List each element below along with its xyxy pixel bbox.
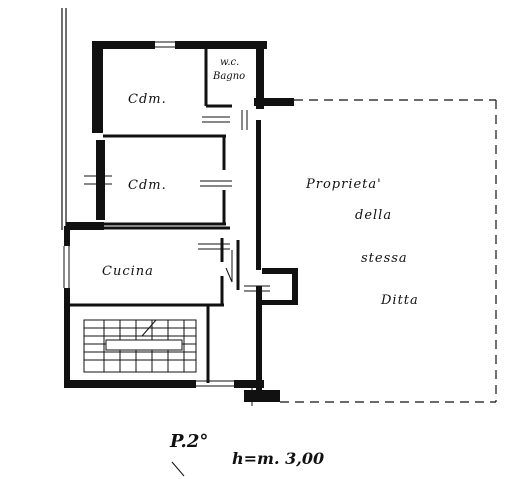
room-label-bedroom-mid: Cdm. bbox=[128, 178, 167, 193]
room-label-bedroom-top: Cdm. bbox=[128, 92, 167, 107]
openings bbox=[63, 41, 270, 406]
height-caption: h=m. 3,00 bbox=[232, 449, 324, 468]
room-label-bagno: Bagno bbox=[212, 71, 245, 82]
interior-partitions bbox=[70, 49, 240, 383]
caption-stroke bbox=[171, 461, 185, 477]
room-label-kitchen: Cucina bbox=[102, 264, 154, 279]
room-label-wc: w.c. bbox=[220, 57, 239, 68]
floor-caption: P.2° bbox=[169, 431, 208, 452]
exterior-walls bbox=[64, 41, 298, 402]
adjacent-label-line4: Ditta bbox=[380, 293, 419, 308]
adjacent-label-line2: della bbox=[355, 208, 392, 223]
building-boundary bbox=[61, 8, 67, 230]
adjacent-label-line1: Proprieta' bbox=[305, 177, 382, 192]
staircase bbox=[83, 319, 197, 373]
adjacent-label-line3: stessa bbox=[361, 251, 408, 266]
adjacent-property-outline bbox=[280, 99, 497, 403]
